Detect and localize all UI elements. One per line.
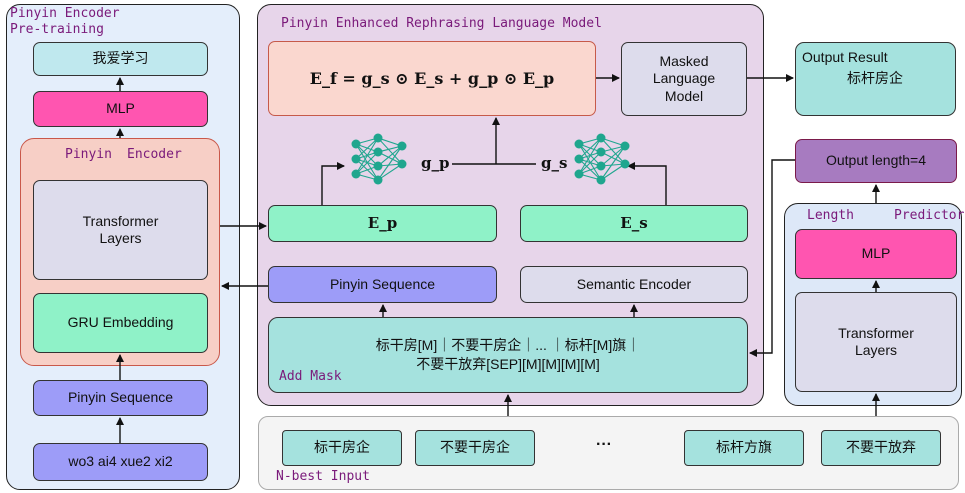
output-result-title: Output Result	[802, 49, 888, 65]
semantic-encoder: Semantic Encoder	[520, 266, 748, 303]
ep-label: E_p	[367, 214, 398, 233]
model-pinyin-sequence: Pinyin Sequence	[268, 266, 497, 303]
pretrain-output-chars: 我爱学习	[33, 42, 208, 76]
nbest-ellipsis: ···	[596, 436, 612, 453]
nbest-item-4: 不要干放弃	[821, 430, 941, 466]
add-mask-label: Add Mask	[279, 369, 342, 384]
fusion-formula-box: E_f = g_s ⊙ E_s + g_p ⊙ E_p	[268, 41, 596, 116]
es-label: E_s	[620, 214, 648, 233]
gate-s-label: g_s	[541, 154, 568, 172]
pretraining-title: Pinyin Encoder Pre-training	[10, 6, 120, 37]
gate-p-label: g_p	[421, 154, 450, 172]
pretrain-transformer-layers: Transformer Layers	[33, 180, 208, 280]
masked-language-model: Masked Language Model	[621, 42, 747, 116]
rephrasing-model-title: Pinyin Enhanced Rephrasing Language Mode…	[281, 16, 602, 31]
pinyin-encoder-title-left: Pinyin	[65, 147, 112, 162]
length-predictor-title-left: Length	[807, 208, 854, 223]
fusion-formula: E_f = g_s ⊙ E_s + g_p ⊙ E_p	[309, 68, 555, 88]
nbest-item-1: 标干房企	[282, 430, 402, 466]
length-mlp: MLP	[795, 229, 957, 279]
pinyin-encoder-title-right: Encoder	[127, 147, 182, 162]
length-transformer-layers: Transformer Layers	[795, 292, 957, 392]
network-icon-gate-s	[574, 133, 630, 185]
gru-embedding: GRU Embedding	[33, 293, 208, 353]
length-predictor-title-right: Predictor	[894, 208, 965, 223]
pinyin-input: wo3 ai4 xue2 xi2	[33, 443, 208, 481]
output-result-box	[795, 42, 956, 116]
output-result-value: 标杆房企	[847, 70, 903, 86]
masked-input-line1: 标干房[M]｜不要干房企｜... ｜标杆[M]旗｜	[375, 336, 641, 353]
pretrain-pinyin-sequence: Pinyin Sequence	[33, 380, 208, 416]
nbest-item-2: 不要干房企	[415, 430, 535, 466]
pretrain-mlp: MLP	[33, 91, 208, 127]
arrow-output-length-to-masked-input	[749, 159, 795, 357]
nbest-label: N-best Input	[276, 469, 370, 484]
masked-input-line2: 不要干放弃[SEP][M][M][M][M]	[416, 356, 600, 372]
ep-embedding: E_p	[268, 205, 497, 242]
masked-input-box: 标干房[M]｜不要干房企｜... ｜标杆[M]旗｜ 不要干放弃[SEP][M][…	[268, 317, 748, 393]
es-embedding: E_s	[520, 205, 748, 242]
arrow-es-to-gate-s	[627, 162, 667, 205]
arrow-ep-to-gate-p	[321, 162, 345, 205]
network-icon-gate-p	[351, 133, 407, 185]
output-length: Output length=4	[795, 139, 957, 183]
nbest-item-3: 标杆方旗	[684, 430, 804, 466]
